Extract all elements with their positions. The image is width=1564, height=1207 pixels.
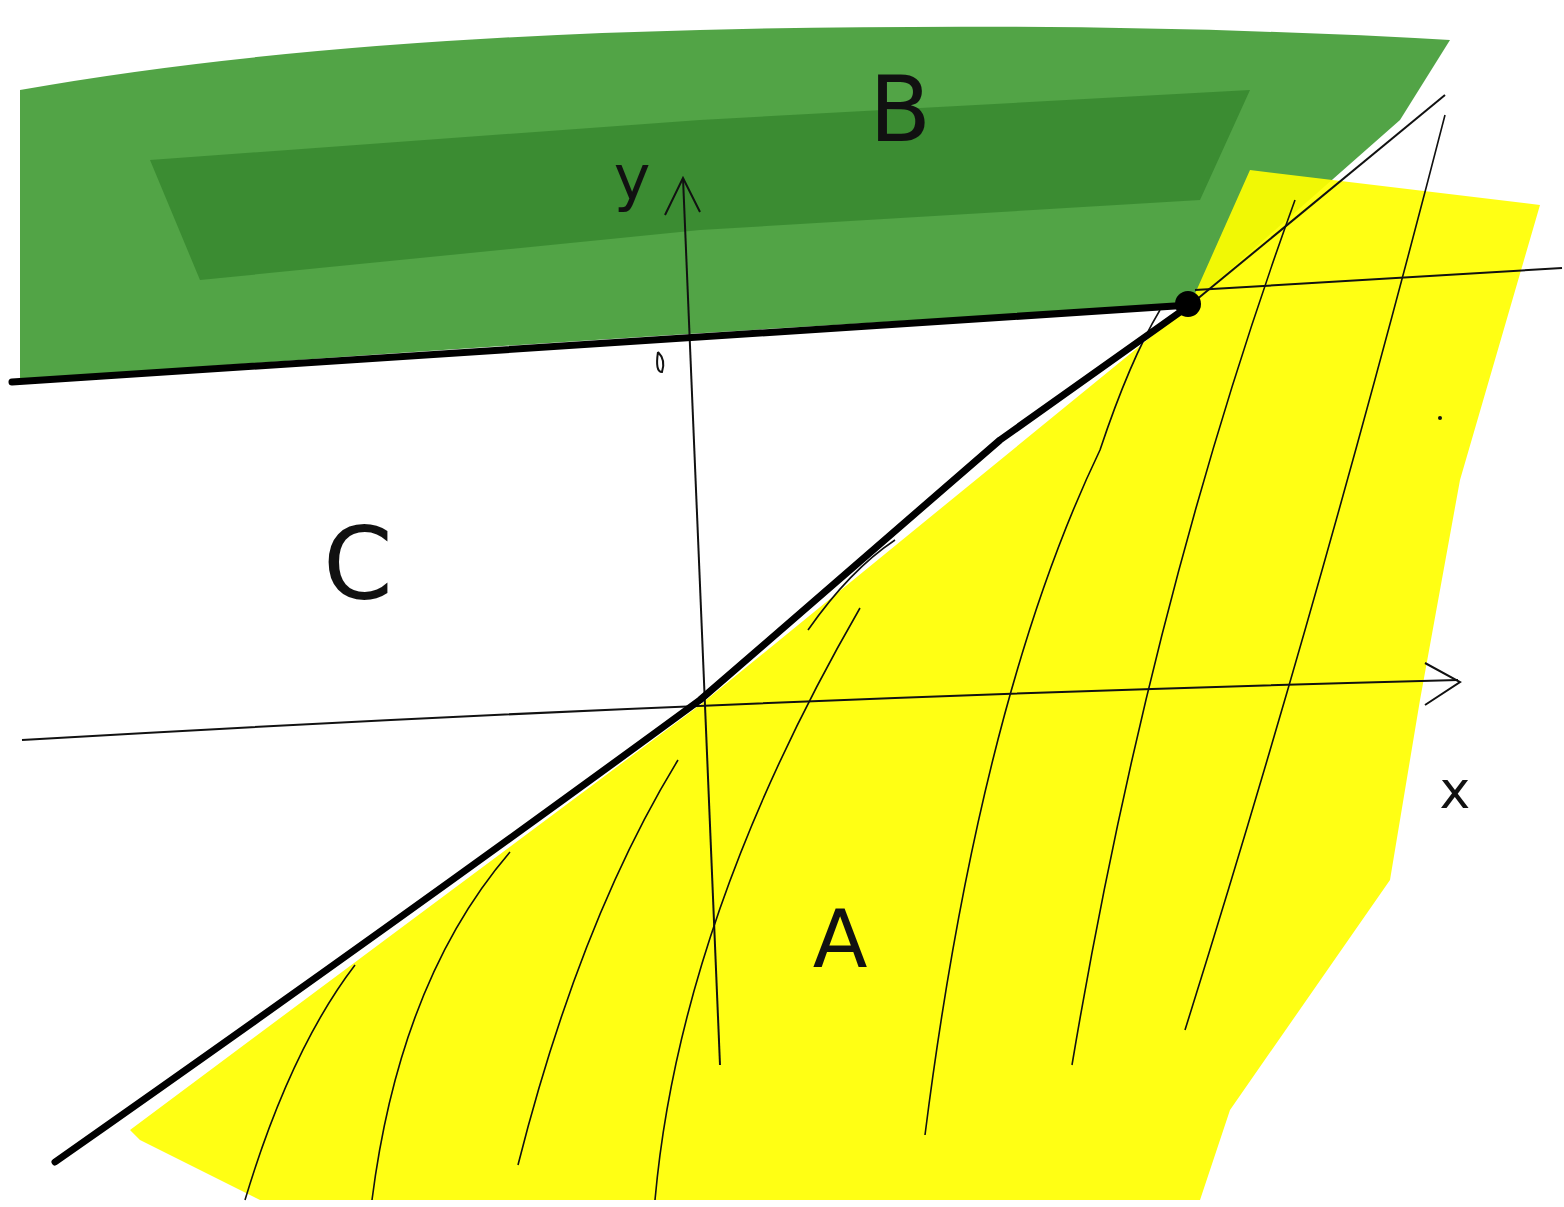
axes — [22, 95, 1562, 1065]
hatch-lines — [245, 115, 1445, 1200]
region-label: B — [869, 65, 931, 155]
region-label: C — [323, 515, 393, 615]
region-b-shade — [150, 90, 1250, 280]
region-label: A — [813, 900, 868, 980]
boundary-line — [12, 305, 1190, 1162]
region-label: x — [1440, 764, 1471, 816]
dot — [1438, 416, 1442, 420]
tick-mark — [657, 352, 663, 372]
region-label: y — [614, 147, 651, 209]
region-a — [130, 170, 1540, 1200]
corner-point — [1175, 291, 1201, 317]
